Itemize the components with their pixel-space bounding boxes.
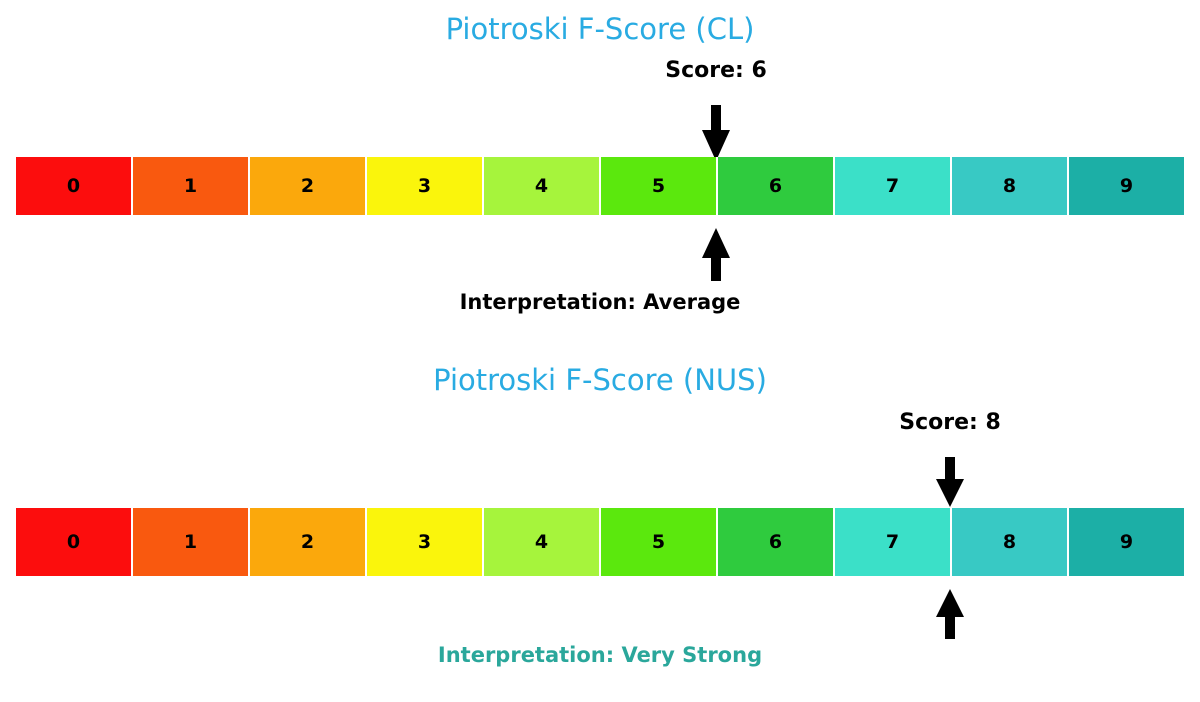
gauge-cl-segment-8-label: 8 — [1002, 175, 1017, 197]
gauge-cl-segment-9-label: 9 — [1119, 175, 1134, 197]
gauge-cl-segment-3[interactable]: 3 — [367, 157, 484, 215]
gauge-cl-segment-6-label: 6 — [768, 175, 783, 197]
gauge-nus-segment-1-label: 1 — [183, 531, 198, 553]
gauge-nus-score-label: Score: 8 — [899, 410, 1001, 435]
gauge-cl-segment-7[interactable]: 7 — [835, 157, 952, 215]
gauge-cl: Piotroski F-Score (CL) Score: 6 0 1 2 3 … — [0, 0, 1200, 340]
gauge-nus-segment-9[interactable]: 9 — [1069, 508, 1184, 576]
gauge-cl-score-arrow-down — [699, 104, 733, 162]
gauge-nus-score-arrow-down — [933, 456, 967, 508]
gauge-nus-interpretation-arrow-up — [933, 588, 967, 640]
gauge-cl-segment-6[interactable]: 6 — [718, 157, 835, 215]
gauge-nus-segment-0-label: 0 — [66, 531, 81, 553]
gauge-nus-segment-2-label: 2 — [300, 531, 315, 553]
gauge-cl-segment-5-label: 5 — [651, 175, 666, 197]
gauge-cl-scale-bar: 0 1 2 3 4 5 6 7 8 9 — [16, 157, 1184, 215]
gauge-nus-segment-8-label: 8 — [1002, 531, 1017, 553]
gauge-nus-segment-4[interactable]: 4 — [484, 508, 601, 576]
gauge-nus: Piotroski F-Score (NUS) Score: 8 0 1 2 3… — [0, 350, 1200, 702]
gauge-cl-segment-8[interactable]: 8 — [952, 157, 1069, 215]
gauge-nus-scale-bar: 0 1 2 3 4 5 6 7 8 9 — [16, 508, 1184, 576]
gauge-cl-segment-1-label: 1 — [183, 175, 198, 197]
gauge-cl-interpretation-arrow-up — [699, 227, 733, 282]
gauge-cl-segment-0-label: 0 — [66, 175, 81, 197]
gauge-cl-title: Piotroski F-Score (CL) — [445, 12, 755, 46]
gauge-cl-score-label: Score: 6 — [665, 58, 767, 83]
gauge-cl-segment-2-label: 2 — [300, 175, 315, 197]
gauge-nus-segment-9-label: 9 — [1119, 531, 1134, 553]
gauge-nus-segment-3-label: 3 — [417, 531, 432, 553]
gauge-nus-segment-1[interactable]: 1 — [133, 508, 250, 576]
gauge-nus-segment-2[interactable]: 2 — [250, 508, 367, 576]
gauge-nus-segment-3[interactable]: 3 — [367, 508, 484, 576]
gauge-nus-segment-7[interactable]: 7 — [835, 508, 952, 576]
gauge-nus-interpretation-label: Interpretation: Very Strong — [437, 643, 763, 667]
gauge-cl-segment-2[interactable]: 2 — [250, 157, 367, 215]
gauge-nus-title: Piotroski F-Score (NUS) — [433, 363, 767, 397]
gauge-cl-segment-0[interactable]: 0 — [16, 157, 133, 215]
gauge-cl-segment-7-label: 7 — [885, 175, 900, 197]
gauge-cl-segment-3-label: 3 — [417, 175, 432, 197]
gauge-cl-segment-4[interactable]: 4 — [484, 157, 601, 215]
gauge-nus-segment-5[interactable]: 5 — [601, 508, 718, 576]
gauge-nus-segment-6-label: 6 — [768, 531, 783, 553]
gauge-nus-segment-6[interactable]: 6 — [718, 508, 835, 576]
gauge-nus-segment-0[interactable]: 0 — [16, 508, 133, 576]
gauge-nus-segment-7-label: 7 — [885, 531, 900, 553]
gauge-cl-segment-1[interactable]: 1 — [133, 157, 250, 215]
gauge-cl-segment-9[interactable]: 9 — [1069, 157, 1184, 215]
gauge-cl-segment-5[interactable]: 5 — [601, 157, 718, 215]
gauge-cl-interpretation-label: Interpretation: Average — [459, 290, 741, 314]
gauge-nus-segment-4-label: 4 — [534, 531, 549, 553]
gauge-nus-segment-8[interactable]: 8 — [952, 508, 1069, 576]
gauge-nus-segment-5-label: 5 — [651, 531, 666, 553]
gauge-cl-segment-4-label: 4 — [534, 175, 549, 197]
